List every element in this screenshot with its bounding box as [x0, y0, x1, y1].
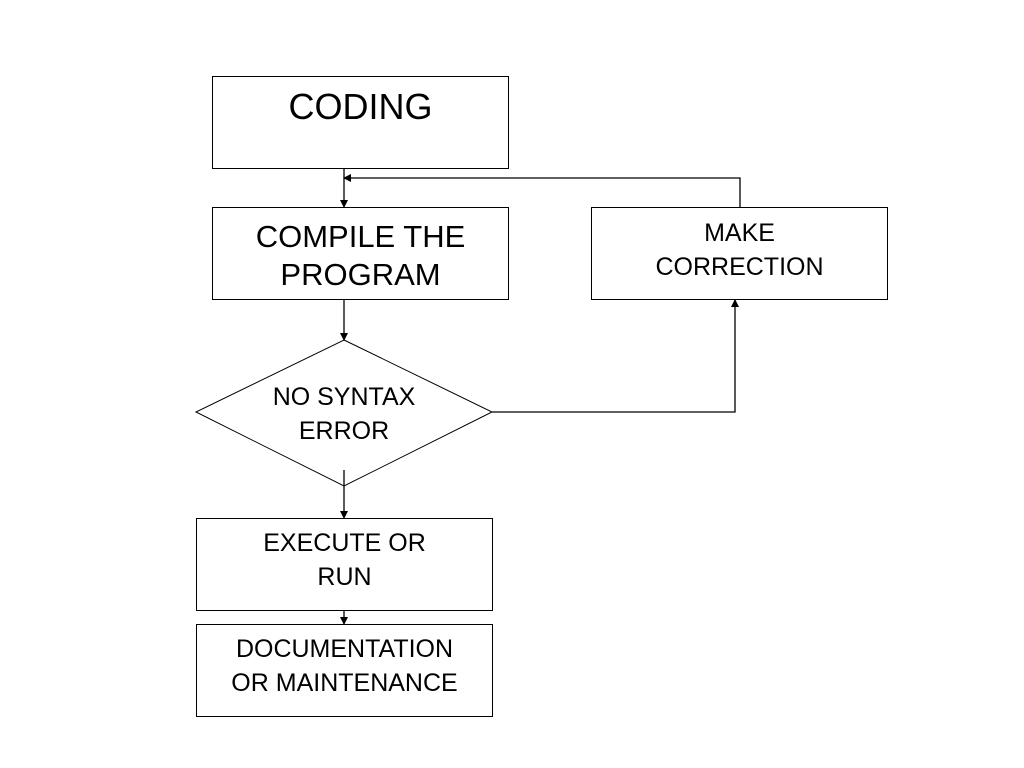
- execute-box: EXECUTE OR RUN: [196, 518, 493, 611]
- arrow-decision-to-correction: [492, 299, 739, 413]
- documentation-label: DOCUMENTATION OR MAINTENANCE: [231, 635, 458, 697]
- make-correction-box: MAKE CORRECTION: [591, 207, 888, 300]
- coding-label: CODING: [288, 86, 433, 127]
- arrow-correction-to-compile: [343, 174, 741, 207]
- execute-label: EXECUTE OR RUN: [263, 529, 426, 591]
- documentation-box: DOCUMENTATION OR MAINTENANCE: [196, 624, 493, 717]
- coding-box: CODING: [212, 76, 509, 169]
- compile-box: COMPILE THE PROGRAM: [212, 207, 509, 300]
- compile-label: COMPILE THE PROGRAM: [255, 219, 466, 292]
- decision-label: NO SYNTAX ERROR: [272, 383, 416, 445]
- make-correction-label: MAKE CORRECTION: [655, 219, 824, 281]
